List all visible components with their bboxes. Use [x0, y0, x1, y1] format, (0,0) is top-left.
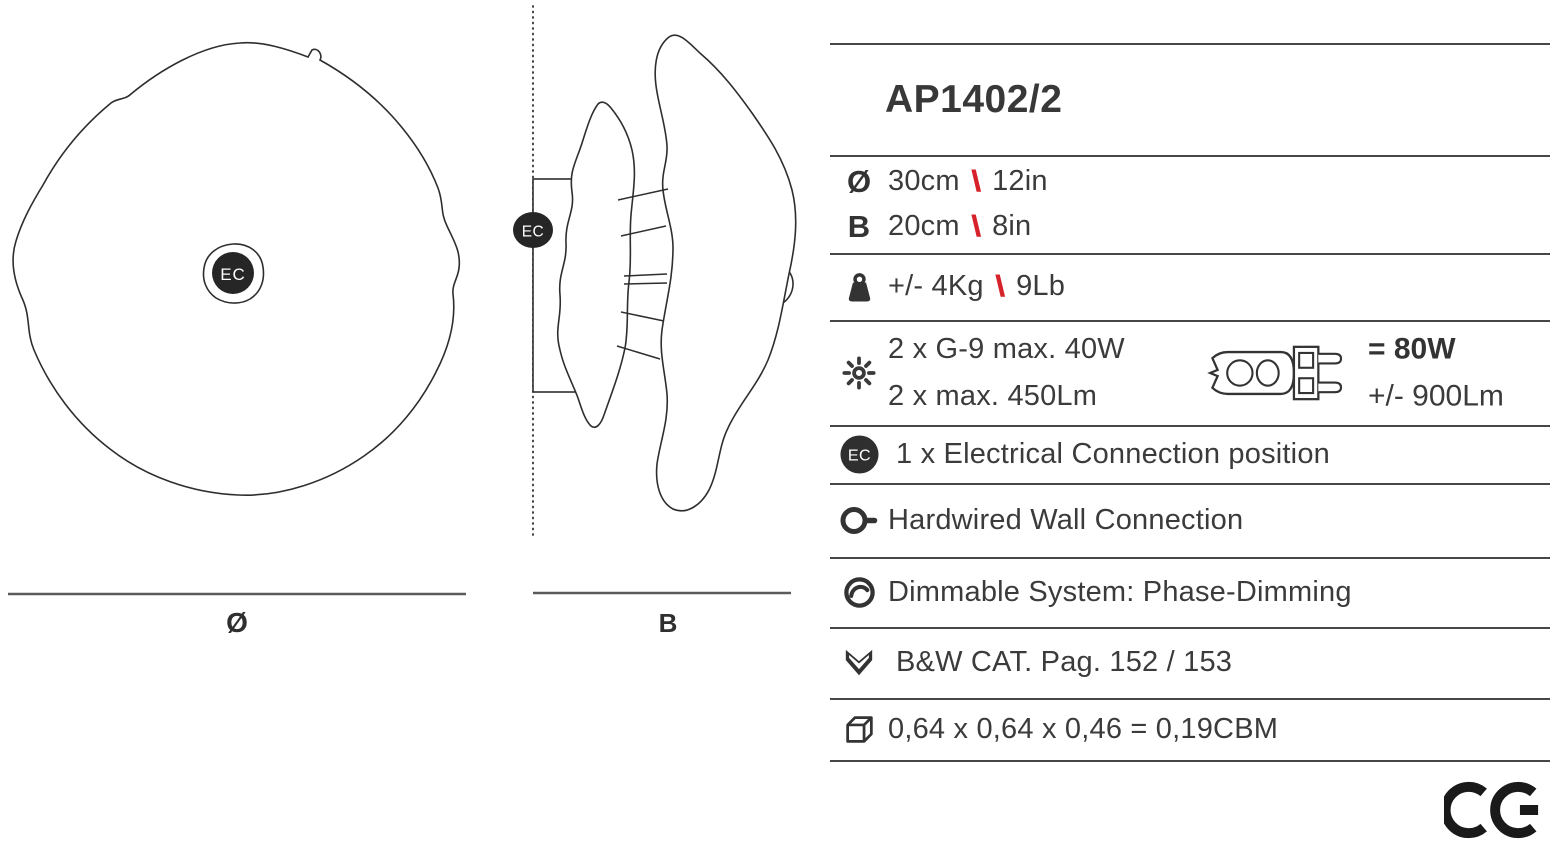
divider	[830, 627, 1550, 629]
unit-separator: \	[970, 209, 982, 243]
catalog-icon	[830, 647, 888, 679]
electrical-connection-text: 1 x Electrical Connection position	[896, 437, 1330, 470]
struts	[616, 188, 669, 360]
ec-badge-front	[212, 252, 254, 294]
unit-separator: \	[994, 269, 1006, 303]
divider	[830, 557, 1550, 559]
ec-badge-front-label: EC	[220, 265, 246, 284]
svg-text:EC: EC	[847, 446, 870, 464]
divider	[830, 760, 1550, 762]
dimmable-icon	[830, 575, 888, 610]
divider	[830, 483, 1550, 485]
divider	[830, 253, 1550, 255]
dimension-row: Ø 30cm \ 12in	[830, 164, 1048, 200]
spec-panel: AP1402/2 Ø 30cm \ 12in B 20cm \ 8in	[830, 0, 1552, 850]
divider	[830, 155, 1550, 157]
ec-icon: EC	[830, 434, 888, 475]
weight-metric: +/- 4Kg	[888, 270, 984, 302]
weight-icon	[830, 271, 888, 303]
hardwired-icon	[830, 504, 888, 537]
package-box-icon	[830, 714, 888, 745]
divider	[830, 320, 1550, 322]
dimension-row: B 20cm \ 8in	[830, 209, 1048, 245]
packaging-text: 0,64 x 0,64 x 0,46 = 0,19CBM	[888, 712, 1279, 745]
dimension-metric: 20cm	[888, 210, 960, 242]
depth-label: B	[659, 608, 678, 638]
light-source-icon	[830, 355, 888, 390]
lamping-lumens: 2 x max. 450Lm	[888, 379, 1098, 412]
catalog-text: B&W CAT. Pag. 152 / 153	[896, 646, 1233, 678]
lamping-text: 2 x G-9 max. 40W 2 x max. 450Lm	[888, 333, 1125, 413]
front-view-drawing: EC Ø	[8, 41, 466, 638]
diameter-label: Ø	[226, 607, 248, 638]
unit-separator: \	[970, 164, 982, 198]
lamping-sockets: 2 x G-9 max. 40W	[888, 332, 1125, 365]
total-lumens: +/- 900Lm	[1368, 379, 1504, 412]
lamping-totals: = 80W +/- 900Lm	[1368, 332, 1504, 413]
side-view-drawing: EC B	[513, 5, 797, 638]
dimension-imperial: 8in	[992, 210, 1032, 242]
divider	[830, 425, 1550, 427]
dimensions-block: Ø 30cm \ 12in B 20cm \ 8in	[830, 164, 1048, 245]
g9-bulb-icon	[1207, 345, 1343, 401]
shade-outline-side	[654, 34, 797, 512]
height-symbol: B	[847, 208, 871, 244]
dimmable-text: Dimmable System: Phase-Dimming	[888, 575, 1352, 608]
dimension-metric: 30cm	[888, 165, 960, 197]
product-model: AP1402/2	[885, 78, 1063, 121]
divider	[830, 43, 1550, 45]
weight-imperial: 9Lb	[1016, 270, 1066, 302]
diameter-symbol: Ø	[846, 163, 872, 199]
shade-outline-back	[556, 101, 636, 429]
hardwired-text: Hardwired Wall Connection	[888, 503, 1244, 536]
dimension-imperial: 12in	[992, 165, 1048, 197]
total-wattage: = 80W	[1368, 332, 1456, 365]
ec-badge-side	[513, 212, 553, 248]
divider	[830, 698, 1550, 700]
ce-mark	[1444, 781, 1539, 839]
ec-badge-side-label: EC	[522, 224, 545, 241]
